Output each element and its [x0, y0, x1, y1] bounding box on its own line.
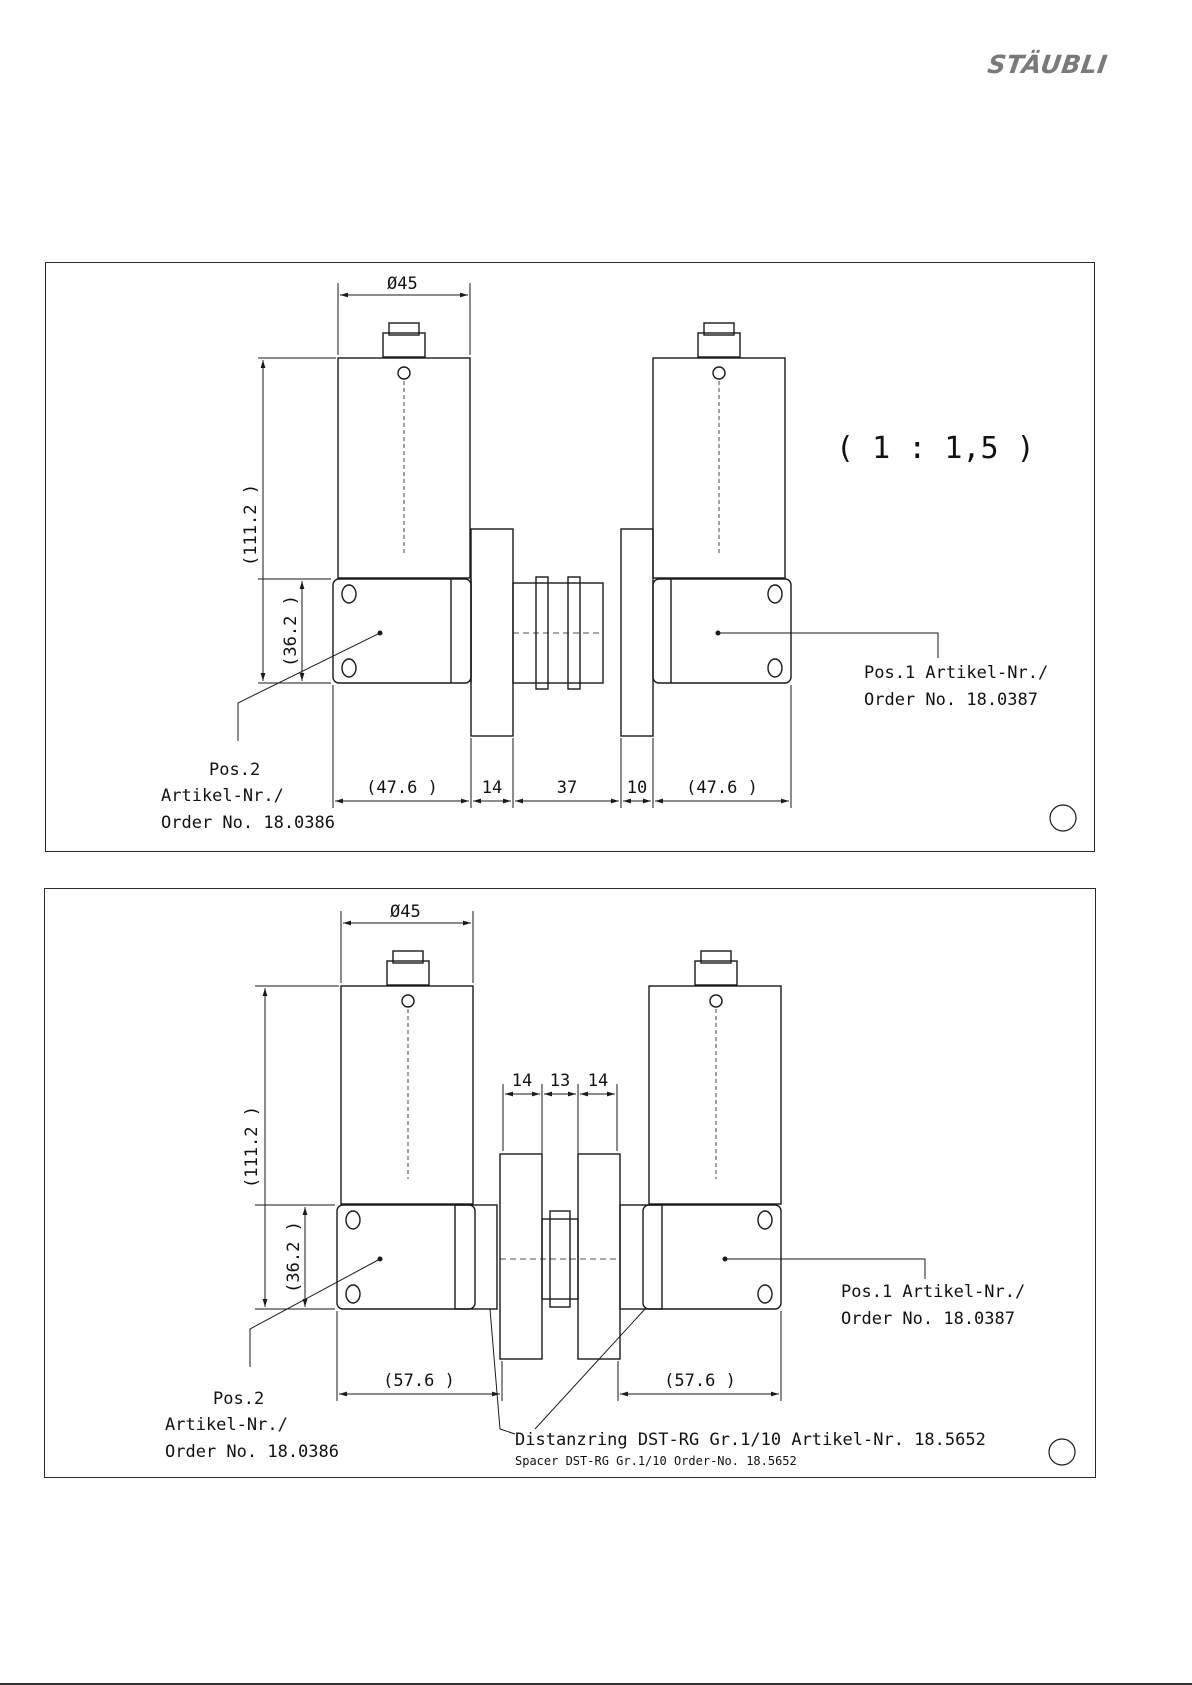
spacer-label-en: Spacer DST-RG Gr.1/10 Order-No. 18.5652 [515, 1454, 797, 1468]
left-coil-body [337, 357, 471, 579]
left-flange [470, 528, 514, 737]
left-valve-block [336, 1204, 476, 1310]
right-valve-block [652, 578, 792, 684]
dim-right-block: (47.6 ) [686, 778, 758, 798]
right-flange [577, 1153, 621, 1360]
left-flange [499, 1153, 543, 1360]
staubli-logo: STÄUBLI [985, 50, 1110, 79]
dim-top-spacer: 13 [550, 1071, 570, 1091]
dim-top-left-flange: 14 [512, 1071, 532, 1091]
page-bottom-rule [0, 1683, 1192, 1685]
right-flange [620, 528, 654, 737]
reference-circle [1049, 804, 1077, 832]
dim-right-flange: 10 [627, 778, 647, 798]
reference-circle [1048, 1438, 1076, 1466]
dim-left-block: (47.6 ) [366, 778, 438, 798]
height-block-label: (36.2 ) [284, 1221, 304, 1293]
pos1-label-line2: Order No. 18.0387 [841, 1309, 1015, 1329]
technical-drawing-top: Ø45 (111.2 ) (36.2 ) ( 1 : 1,5 ) Pos.1 A… [161, 274, 1077, 833]
pos2-label-line2: Artikel-Nr./ [165, 1415, 288, 1435]
dim-right-block: (57.6 ) [664, 1371, 736, 1391]
pos2-label-line1: Pos.2 [213, 1389, 264, 1409]
right-valve-block [642, 1204, 782, 1310]
dim-left-block: (57.6 ) [383, 1371, 455, 1391]
technical-drawing-bottom: Ø45 (111.2 ) (36.2 ) 14 13 14 Pos.1 Arti… [165, 902, 1076, 1468]
height-total-label: (111.2 ) [241, 484, 261, 566]
right-coil-body [652, 357, 786, 579]
drawing-panel-top: Ø45 (111.2 ) (36.2 ) ( 1 : 1,5 ) Pos.1 A… [45, 262, 1095, 852]
diameter-label: Ø45 [390, 902, 421, 922]
pos2-label-line2: Artikel-Nr./ [161, 786, 284, 806]
diameter-label: Ø45 [387, 274, 418, 294]
right-connector [694, 960, 738, 986]
pos2-label-line1: Pos.2 [209, 760, 260, 780]
spacer-label-de: Distanzring DST-RG Gr.1/10 Artikel-Nr. 1… [515, 1430, 986, 1450]
right-connector [697, 332, 741, 358]
pos1-label-line1: Pos.1 Artikel-Nr./ [864, 663, 1048, 683]
left-connector [386, 960, 430, 986]
pos1-label-line2: Order No. 18.0387 [864, 690, 1038, 710]
pos2-label-line3: Order No. 18.0386 [161, 813, 335, 833]
dim-top-right-flange: 14 [588, 1071, 608, 1091]
left-coil-body [340, 985, 474, 1205]
right-coil-body [648, 985, 782, 1205]
drawing-panel-bottom: Ø45 (111.2 ) (36.2 ) 14 13 14 Pos.1 Arti… [44, 888, 1096, 1478]
pos1-label-line1: Pos.1 Artikel-Nr./ [841, 1282, 1025, 1302]
dim-coupling: 37 [557, 778, 577, 798]
height-total-label: (111.2 ) [242, 1106, 262, 1188]
left-connector [382, 332, 426, 358]
height-block-label: (36.2 ) [281, 595, 301, 667]
dim-left-flange: 14 [482, 778, 502, 798]
scale-label: ( 1 : 1,5 ) [836, 431, 1035, 466]
pos2-label-line3: Order No. 18.0386 [165, 1442, 339, 1462]
